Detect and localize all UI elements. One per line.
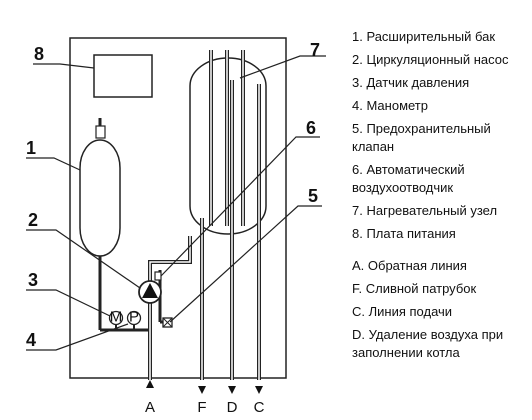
- gauge-letter-m: M: [110, 309, 123, 326]
- legend-pipe-c: C. Линия подачи: [352, 304, 453, 319]
- legend-item-8: 8. Плата питания: [352, 226, 456, 241]
- callout-8: 8: [34, 44, 44, 64]
- legend-item-4: 4. Манометр: [352, 98, 428, 113]
- legend-item-6: 6. Автоматический воздухоотводчик: [352, 162, 465, 195]
- leader-4: [26, 323, 129, 351]
- callout-6: 6: [306, 118, 316, 138]
- expansion-tank-cap: [95, 125, 106, 139]
- callout-3: 3: [28, 270, 38, 290]
- arrow-c-icon: [255, 386, 263, 394]
- pressure-gauge: [108, 310, 124, 326]
- callout-5: 5: [308, 186, 318, 206]
- arrow-d-icon: [228, 386, 236, 394]
- pipe-label-c: C: [254, 399, 265, 416]
- leader-7: [239, 55, 326, 79]
- pipe-label-a: A: [145, 399, 155, 416]
- callout-7: 7: [310, 40, 320, 60]
- leader-1: [26, 157, 81, 171]
- gauge-letter-p: P: [129, 309, 139, 326]
- legend-pipe-f: F. Сливной патрубок: [352, 281, 477, 296]
- expansion-tank: [79, 139, 121, 257]
- power-board: [93, 54, 153, 98]
- arrow-f-icon: [198, 386, 206, 394]
- pipe-label-d: D: [227, 399, 238, 416]
- leader-5: [169, 205, 322, 323]
- callout-1: 1: [26, 138, 36, 158]
- legend-pipe-a: A. Обратная линия: [352, 258, 467, 273]
- legend-item-7: 7. Нагревательный узел: [352, 203, 498, 218]
- legend-pipe-d: D. Удаление воздуха при заполнении котла: [352, 327, 504, 360]
- pipe-label-f: F: [197, 399, 206, 416]
- legend-item-3: 3. Датчик давления: [352, 75, 470, 90]
- callout-2: 2: [28, 210, 38, 230]
- air-vent: [154, 271, 162, 281]
- arrow-a-icon: [146, 380, 154, 388]
- legend-item-2: 2. Циркуляционный насос: [352, 52, 509, 67]
- legend: 1. Расширительный бак 2. Циркуляционный …: [352, 28, 532, 367]
- legend-item-5: 5. Предохранительный клапан: [352, 121, 491, 154]
- leader-6: [160, 136, 320, 277]
- callout-4: 4: [26, 330, 36, 350]
- leader-3: [26, 289, 111, 317]
- legend-item-1: 1. Расширительный бак: [352, 29, 496, 44]
- pump-arrow-icon: [142, 283, 158, 298]
- pressure-sensor: [126, 310, 142, 326]
- leader-8: [33, 63, 95, 69]
- leader-2: [26, 229, 141, 289]
